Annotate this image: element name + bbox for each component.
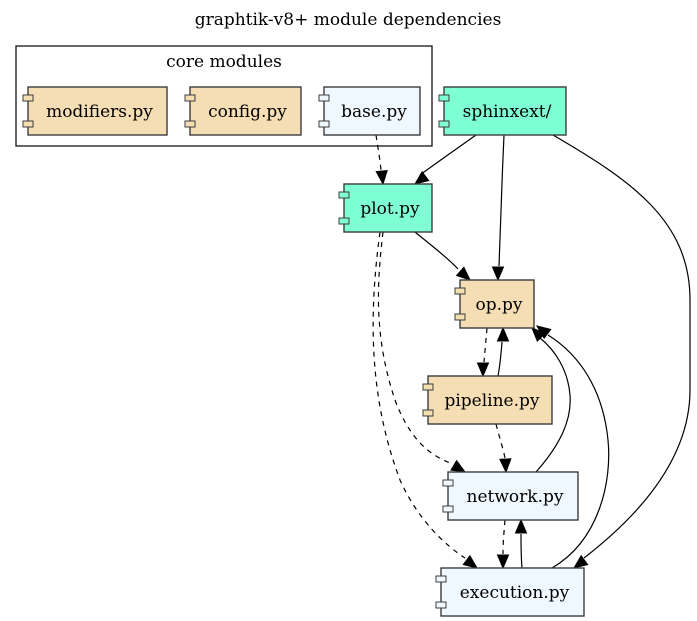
node-box bbox=[427, 375, 553, 425]
node-label: pipeline.py bbox=[444, 391, 539, 411]
component-tab-icon bbox=[442, 479, 454, 487]
node-label: base.py bbox=[341, 102, 407, 122]
component-tab-icon bbox=[318, 94, 330, 102]
edge-line bbox=[495, 423, 506, 459]
edge-sphinxext-to-plot bbox=[413, 134, 477, 185]
node-box bbox=[459, 279, 535, 329]
node-network[interactable]: network.py bbox=[442, 471, 579, 521]
edge-pipeline-to-network bbox=[495, 423, 512, 474]
node-box bbox=[443, 86, 567, 136]
node-modifiers[interactable]: modifiers.py bbox=[22, 86, 168, 136]
node-box bbox=[440, 567, 585, 617]
component-tab-icon bbox=[422, 383, 434, 391]
edge-pipeline-to-op bbox=[496, 326, 510, 377]
component-tab-icon bbox=[454, 287, 466, 295]
node-box bbox=[447, 471, 579, 521]
node-op[interactable]: op.py bbox=[454, 279, 535, 329]
edge-base-to-plot bbox=[375, 134, 388, 186]
node-label: network.py bbox=[467, 487, 564, 507]
component-tab-icon bbox=[184, 120, 196, 128]
node-pipeline[interactable]: pipeline.py bbox=[422, 375, 553, 425]
node-box bbox=[189, 86, 302, 136]
edge-plot-to-network bbox=[377, 231, 467, 473]
node-box bbox=[27, 86, 168, 136]
component-tab-icon bbox=[22, 120, 34, 128]
edge-network-to-op bbox=[531, 327, 571, 473]
edge-line bbox=[483, 327, 488, 363]
component-tab-icon bbox=[184, 94, 196, 102]
diagram-title: graphtik-v8+ module dependencies bbox=[195, 10, 502, 30]
edge-line bbox=[414, 231, 459, 270]
edge-line bbox=[497, 341, 503, 377]
component-tab-icon bbox=[338, 191, 350, 199]
cluster-label: core modules bbox=[166, 52, 282, 72]
node-label: op.py bbox=[475, 295, 522, 315]
component-tab-icon bbox=[454, 313, 466, 321]
arrowhead-icon bbox=[535, 325, 552, 340]
edge-plot-to-execution bbox=[372, 231, 479, 569]
node-label: modifiers.py bbox=[46, 102, 153, 122]
edge-plot-to-op bbox=[414, 231, 471, 281]
node-label: execution.py bbox=[460, 583, 570, 603]
arrowhead-icon bbox=[496, 326, 510, 342]
edge-line bbox=[375, 134, 382, 171]
arrowhead-icon bbox=[375, 169, 388, 186]
edge-line bbox=[535, 337, 571, 473]
component-tab-icon bbox=[422, 409, 434, 417]
edge-line bbox=[520, 533, 523, 569]
edge-line bbox=[377, 231, 451, 464]
edge-network-to-execution bbox=[496, 519, 510, 570]
edge-line bbox=[502, 519, 506, 555]
component-tab-icon bbox=[442, 505, 454, 513]
node-execution[interactable]: execution.py bbox=[435, 567, 585, 617]
edge-execution-to-op bbox=[535, 325, 610, 569]
component-tab-icon bbox=[435, 601, 447, 609]
edge-sphinxext-to-op bbox=[491, 134, 505, 282]
node-box bbox=[343, 183, 433, 233]
arrowhead-icon bbox=[450, 459, 467, 473]
component-tab-icon bbox=[435, 575, 447, 583]
edges-layer bbox=[372, 134, 691, 570]
component-tab-icon bbox=[438, 94, 450, 102]
component-tab-icon bbox=[318, 120, 330, 128]
node-base[interactable]: base.py bbox=[318, 86, 421, 136]
arrowhead-icon bbox=[514, 518, 528, 534]
edge-line bbox=[372, 231, 466, 559]
arrowhead-icon bbox=[531, 327, 546, 342]
edge-op-to-pipeline bbox=[476, 327, 490, 378]
edge-sphinxext-to-execution bbox=[552, 134, 691, 569]
node-plot[interactable]: plot.py bbox=[338, 183, 433, 233]
edge-line bbox=[419, 134, 477, 176]
component-tab-icon bbox=[438, 120, 450, 128]
arrowhead-icon bbox=[491, 266, 505, 282]
arrowhead-icon bbox=[476, 362, 490, 378]
nodes-layer: modifiers.py config.py base.py sphinxext/pl… bbox=[22, 86, 585, 617]
edge-line bbox=[547, 334, 610, 569]
node-label: sphinxext/ bbox=[463, 102, 552, 122]
node-config[interactable]: config.py bbox=[184, 86, 302, 136]
arrowhead-icon bbox=[499, 458, 512, 474]
arrowhead-icon bbox=[462, 554, 479, 569]
arrowhead-icon bbox=[455, 266, 471, 281]
arrowhead-icon bbox=[413, 170, 430, 185]
arrowhead-icon bbox=[572, 554, 589, 569]
node-box bbox=[323, 86, 421, 136]
node-sphinxext[interactable]: sphinxext/ bbox=[438, 86, 567, 136]
component-tab-icon bbox=[338, 217, 350, 225]
node-label: config.py bbox=[208, 102, 287, 122]
edge-line bbox=[498, 134, 505, 267]
edge-execution-to-network bbox=[514, 518, 528, 569]
arrowhead-icon bbox=[496, 554, 510, 570]
node-label: plot.py bbox=[360, 199, 420, 219]
edge-line bbox=[552, 134, 691, 559]
component-tab-icon bbox=[22, 94, 34, 102]
